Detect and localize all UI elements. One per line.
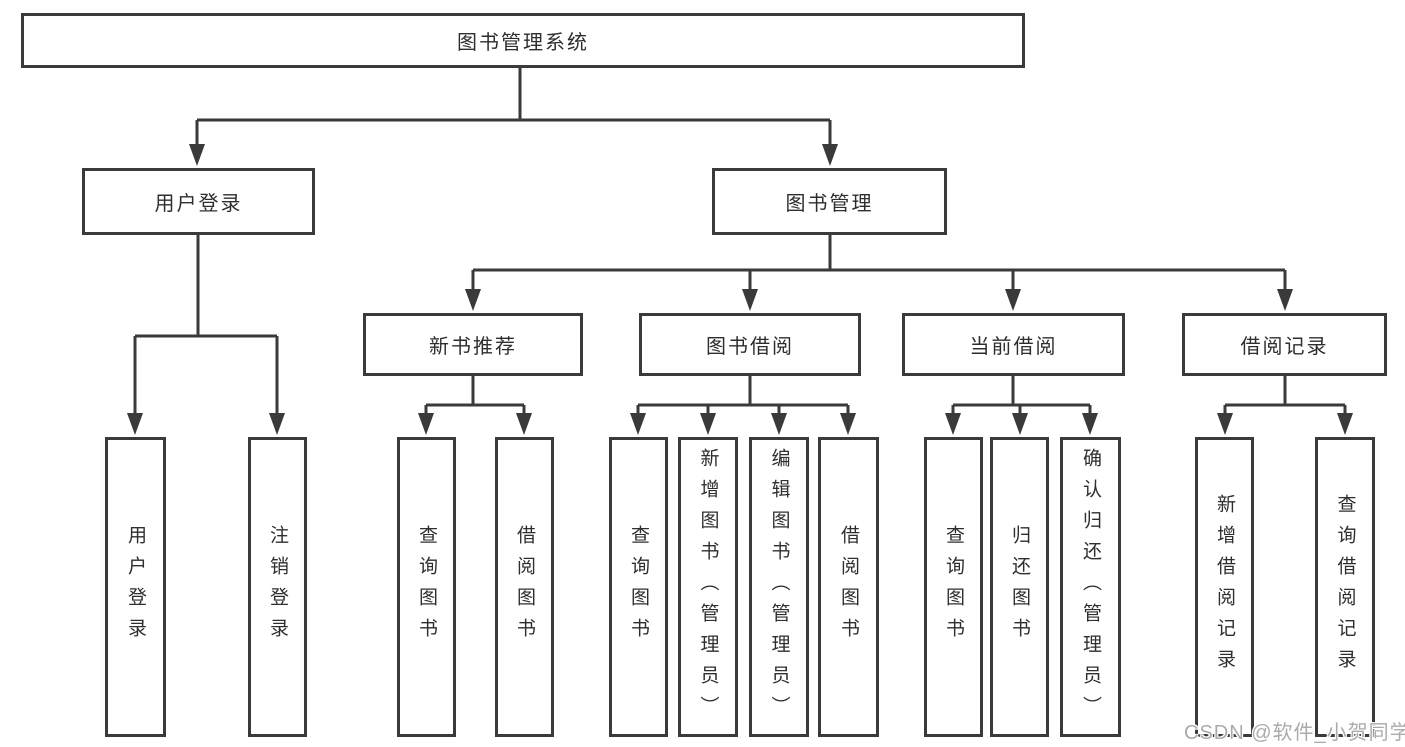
node-label: 用户登录: [125, 525, 146, 649]
node-library-management-system: 图书管理系统: [21, 13, 1025, 68]
csdn-watermark: CSDN @软件_小贺同学: [1184, 722, 1405, 744]
leaf-logout: 注销登录: [248, 437, 307, 737]
node-label: 编辑图书（管理员）: [768, 447, 790, 727]
node-label: 确认归还（管理员）: [1080, 447, 1101, 727]
node-user-login: 用户登录: [82, 168, 315, 235]
node-label: 查询图书: [943, 525, 964, 649]
node-label: 图书管理: [785, 193, 874, 215]
node-label: 当前借阅: [969, 336, 1058, 358]
node-book-management: 图书管理: [712, 168, 947, 235]
leaf-query-books-current: 查询图书: [924, 437, 983, 737]
node-label: 查询借阅记录: [1334, 494, 1356, 680]
leaf-query-books-recommend: 查询图书: [397, 437, 456, 737]
node-new-book-recommendation: 新书推荐: [363, 313, 583, 376]
node-label: 归还图书: [1009, 525, 1030, 649]
node-label: 借阅图书: [838, 525, 859, 649]
node-borrowing-records: 借阅记录: [1182, 313, 1387, 376]
node-label: 新增借阅记录: [1214, 494, 1235, 680]
leaf-query-borrow-record: 查询借阅记录: [1315, 437, 1375, 737]
leaf-confirm-return-admin: 确认归还（管理员）: [1060, 437, 1121, 737]
leaf-borrow-books-borrowing: 借阅图书: [818, 437, 879, 737]
node-label: 借阅记录: [1240, 336, 1329, 358]
node-label: 图书管理系统: [457, 32, 589, 54]
leaf-return-books: 归还图书: [990, 437, 1049, 737]
node-label: 查询图书: [416, 525, 437, 649]
node-label: 注销登录: [267, 525, 288, 649]
leaf-edit-books-admin: 编辑图书（管理员）: [749, 437, 809, 737]
node-current-borrowing: 当前借阅: [902, 313, 1125, 376]
node-book-borrowing: 图书借阅: [639, 313, 861, 376]
leaf-borrow-books-recommend: 借阅图书: [495, 437, 554, 737]
leaf-query-books-borrowing: 查询图书: [609, 437, 668, 737]
node-label: 查询图书: [628, 525, 649, 649]
node-label: 新书推荐: [429, 336, 517, 358]
leaf-add-borrow-record: 新增借阅记录: [1195, 437, 1254, 737]
leaf-user-login: 用户登录: [105, 437, 166, 737]
node-label: 借阅图书: [514, 525, 535, 649]
node-label: 新增图书（管理员）: [697, 447, 719, 727]
leaf-add-books-admin: 新增图书（管理员）: [678, 437, 738, 737]
arrowhead-icons: [127, 144, 1353, 435]
node-label: 用户登录: [154, 193, 243, 215]
node-label: 图书借阅: [706, 336, 794, 358]
